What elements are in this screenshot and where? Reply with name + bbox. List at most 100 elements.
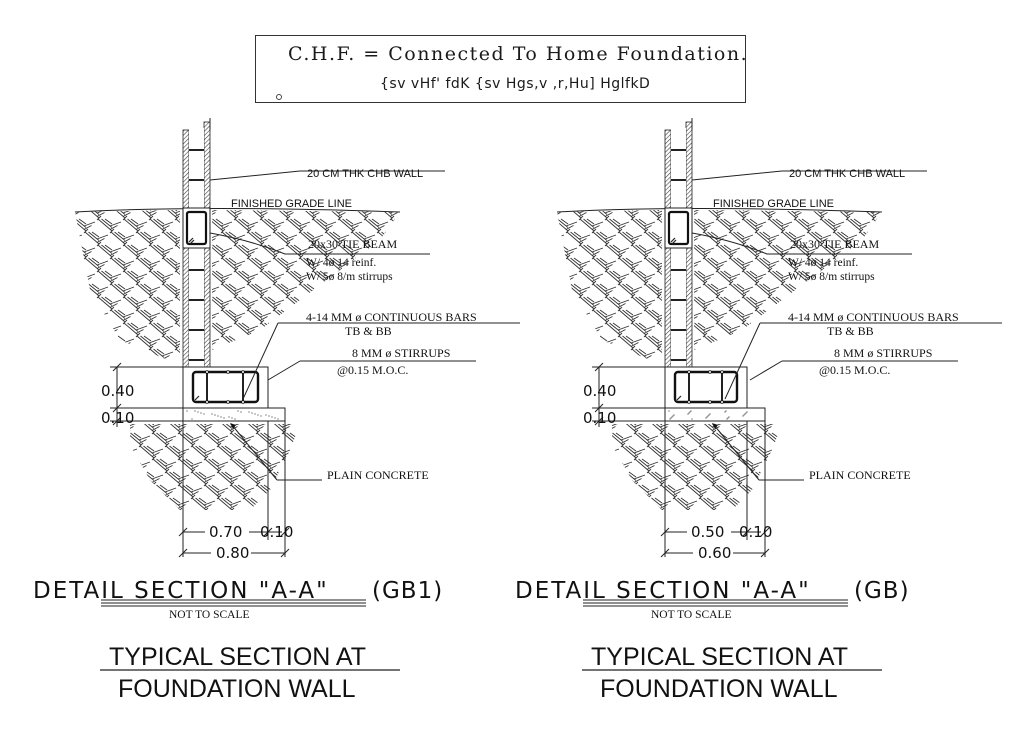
soil-hatch [898, 261, 909, 265]
concrete-speck [705, 417, 707, 419]
soil-hatch [702, 277, 711, 282]
soil-hatch [89, 388, 100, 397]
soil-hatch [643, 228, 649, 234]
label-stirrups-sub: @0.15 M.O.C. [819, 363, 890, 377]
soil-hatch [582, 527, 593, 531]
soil-hatch [903, 245, 914, 254]
soil-hatch [322, 524, 336, 536]
soil-hatch [376, 299, 389, 305]
concrete-speck [203, 413, 205, 415]
soil-hatch [285, 316, 294, 321]
soil-hatch [109, 221, 122, 227]
soil-hatch [791, 511, 805, 523]
soil-hatch [298, 228, 304, 234]
soil-hatch [793, 212, 802, 217]
soil-hatch [100, 404, 104, 408]
soil-hatch [780, 273, 793, 279]
soil-hatch [890, 284, 901, 293]
soil-hatch [814, 231, 823, 238]
soil-hatch [143, 257, 152, 264]
soil-hatch [113, 544, 121, 548]
soil-hatch [109, 306, 115, 312]
soil-hatch [724, 435, 737, 441]
soil-hatch [259, 234, 272, 240]
soil-hatch [300, 524, 311, 533]
soil-hatch [135, 280, 141, 286]
soil-hatch [776, 375, 783, 380]
soil-hatch [138, 439, 147, 444]
soil-hatch [183, 537, 194, 546]
soil-hatch [620, 465, 629, 470]
soil-hatch [728, 251, 737, 256]
soil-hatch [807, 378, 818, 382]
soil-hatch [728, 303, 737, 308]
continuous-bar [241, 370, 245, 374]
soil-hatch [732, 471, 741, 478]
soil-hatch [612, 244, 621, 251]
soil-hatch [174, 316, 180, 321]
soil-hatch [573, 283, 582, 290]
soil-hatch [734, 180, 745, 189]
soil-hatch [174, 238, 180, 243]
soil-hatch [578, 293, 584, 299]
soil-hatch [312, 322, 328, 336]
soil-hatch [527, 346, 531, 350]
soil-hatch [699, 445, 715, 459]
soil-hatch [83, 358, 89, 364]
soil-hatch [299, 257, 315, 271]
soil-hatch [429, 203, 433, 207]
soil-hatch [833, 385, 837, 389]
soil-hatch [226, 180, 237, 189]
soil-hatch [634, 531, 642, 535]
soil-hatch [736, 283, 745, 290]
soil-hatch [170, 524, 181, 533]
soil-hatch [699, 424, 715, 433]
soil-hatch [616, 537, 623, 542]
soil-hatch [615, 432, 624, 439]
soil-hatch [100, 430, 104, 434]
soil-hatch [819, 293, 825, 299]
soil-hatch [777, 547, 781, 551]
soil-hatch [723, 218, 732, 225]
soil-hatch [220, 306, 226, 312]
soil-hatch [135, 325, 148, 331]
soil-hatch [750, 491, 759, 496]
soil-hatch [110, 231, 126, 245]
soil-hatch [911, 252, 919, 256]
soil-hatch [280, 335, 289, 342]
soil-hatch [819, 234, 832, 240]
soil-hatch [595, 540, 606, 544]
soil-hatch [122, 319, 128, 325]
soil-hatch [806, 325, 819, 331]
soil-hatch [798, 296, 810, 306]
soil-hatch [558, 375, 569, 384]
concrete-speck [691, 418, 693, 420]
soil-hatch [571, 180, 582, 189]
soil-hatch [313, 485, 324, 494]
soil-hatch [778, 524, 792, 536]
soil-hatch [332, 257, 341, 264]
soil-hatch [859, 385, 863, 389]
soil-hatch [83, 329, 92, 334]
soil-hatch [767, 238, 776, 243]
soil-hatch [233, 312, 246, 318]
soil-hatch [58, 307, 62, 311]
soil-hatch [130, 507, 131, 510]
soil-hatch [768, 183, 779, 187]
soil-hatch [846, 190, 850, 194]
soil-hatch [66, 258, 73, 263]
soil-hatch [101, 348, 113, 358]
soil-hatch [911, 248, 922, 252]
soil-hatch [267, 296, 276, 303]
soil-hatch [885, 274, 896, 278]
soil-hatch [612, 478, 616, 483]
soil-hatch [633, 452, 642, 457]
soil-hatch [337, 260, 350, 266]
soil-hatch [371, 218, 380, 225]
soil-hatch [566, 335, 582, 349]
soil-hatch [586, 218, 595, 225]
concrete-speck [742, 415, 744, 417]
soil-hatch [711, 478, 720, 483]
soil-hatch [295, 414, 303, 418]
soil-hatch [790, 397, 801, 401]
